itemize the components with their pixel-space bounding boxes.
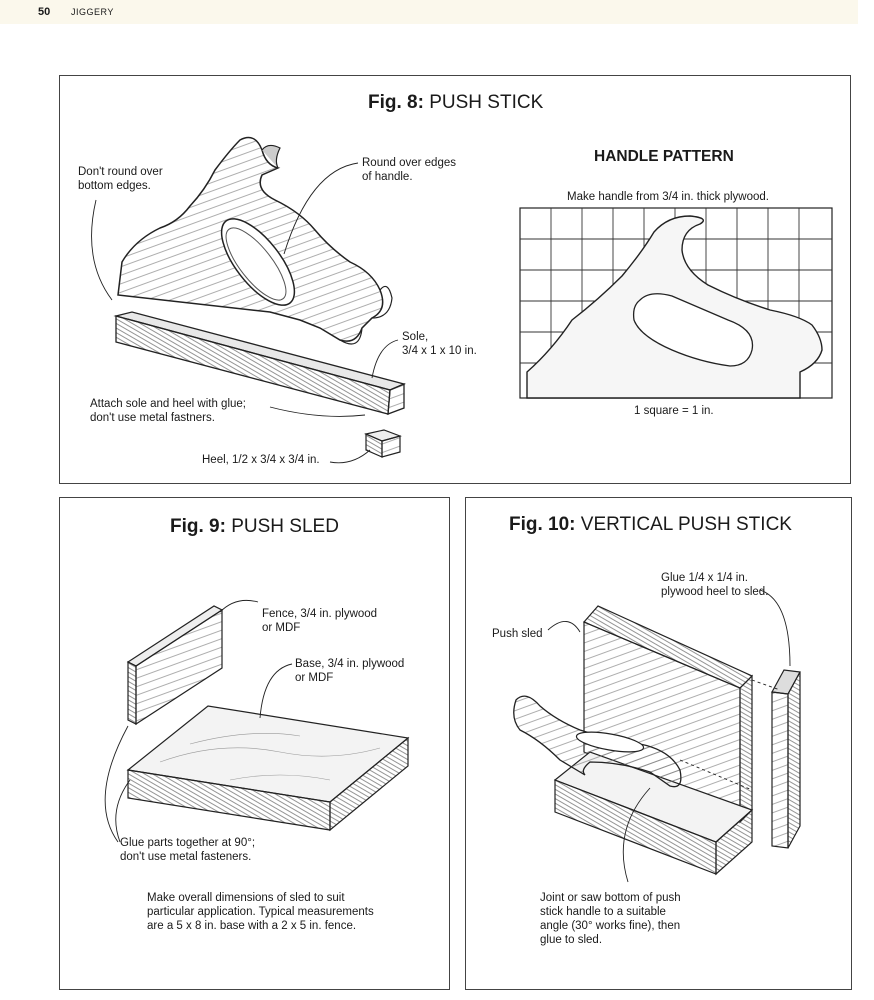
round-over-label: Round over edges of handle. bbox=[362, 157, 456, 183]
handle-pattern-note: Make handle from 3/4 in. thick plywood. bbox=[567, 191, 769, 203]
page-header bbox=[0, 0, 858, 24]
handle-pattern-heading: HANDLE PATTERN bbox=[594, 148, 734, 165]
glue-heel-label: Glue 1/4 x 1/4 in. plywood heel to sled. bbox=[661, 572, 769, 598]
handle-hole bbox=[220, 218, 296, 306]
attach-label: Attach sole and heel with glue; don't us… bbox=[90, 398, 246, 424]
page-number: 50 bbox=[38, 6, 51, 18]
heel-label: Heel, 1/2 x 3/4 x 3/4 in. bbox=[202, 454, 320, 466]
fig8-label: Fig. 8: bbox=[368, 92, 424, 113]
glue-label: Glue parts together at 90°; don't use me… bbox=[120, 837, 256, 863]
dimensions-note: Make overall dimensions of sled to suit … bbox=[147, 892, 374, 932]
base-label: Base, 3/4 in. plywood or MDF bbox=[295, 658, 405, 684]
handle-pattern-scale: 1 square = 1 in. bbox=[634, 405, 714, 417]
fig10-label: Fig. 10: bbox=[509, 514, 576, 535]
dont-round-label: Don't round over bottom edges. bbox=[78, 166, 163, 192]
fig8-title: Fig. 8: PUSH STICK bbox=[368, 92, 543, 114]
fig8-name: PUSH STICK bbox=[429, 92, 544, 113]
fig9-label: Fig. 9: bbox=[170, 516, 226, 537]
fence-label: Fence, 3/4 in. plywood or MDF bbox=[262, 608, 378, 634]
fig9-name: PUSH SLED bbox=[231, 516, 339, 537]
sole-label: Sole, 3/4 x 1 x 10 in. bbox=[402, 331, 477, 357]
joint-note: Joint or saw bottom of push stick handle… bbox=[540, 892, 681, 946]
fig9-title: Fig. 9: PUSH SLED bbox=[170, 516, 339, 538]
section-title: JIGGERY bbox=[71, 7, 114, 17]
fig10-name: VERTICAL PUSH STICK bbox=[580, 514, 792, 535]
push-sled-label: Push sled bbox=[492, 628, 543, 640]
fig10-title: Fig. 10: VERTICAL PUSH STICK bbox=[509, 514, 792, 536]
